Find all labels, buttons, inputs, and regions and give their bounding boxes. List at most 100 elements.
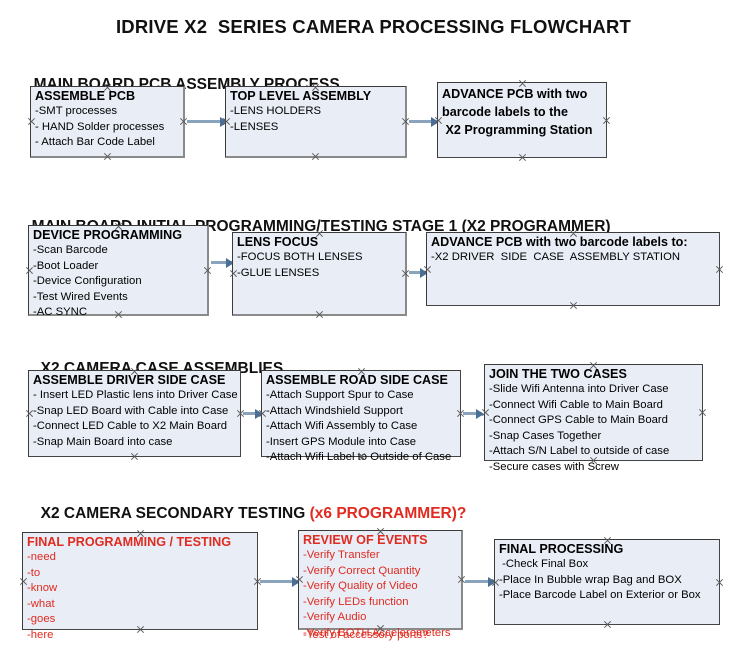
box-line: -Verify BOTH Accelerometers (303, 626, 451, 639)
arrow-head-1b (431, 117, 439, 127)
box-assemble-driver-side-case[interactable]: ASSEMBLE DRIVER SIDE CASE - Insert LED P… (28, 370, 241, 457)
box-line: - Insert LED Plastic lens into Driver Ca… (33, 389, 238, 401)
box-line: -Attach Wifi Label to Outside of Case (266, 451, 452, 464)
box-line: -Attach Wifi Assembly to Case (266, 420, 418, 433)
connector-4b (465, 580, 493, 583)
box-assemble-driver-side-case-title: ASSEMBLE DRIVER SIDE CASE (33, 373, 226, 387)
box-line: -need (27, 551, 56, 563)
box-line: -FOCUS BOTH LENSES (237, 251, 363, 263)
box-line: -what (27, 597, 55, 610)
box-line: -Verify Transfer (303, 549, 380, 561)
box-line: -Place In Bubble wrap Bag and BOX (499, 573, 682, 586)
box-top-level-assembly-lines: -LENS HOLDERS -LENSES (226, 104, 405, 135)
box-line: -Boot Loader (33, 259, 99, 272)
box-line: -Attach Windshield Support (266, 404, 403, 417)
box-assemble-driver-side-case-lines: - Insert LED Plastic lens into Driver Ca… (29, 388, 240, 450)
connection-handle-bottom[interactable] (130, 452, 139, 461)
box-device-programming[interactable]: DEVICE PROGRAMMING -Scan Barcode -Boot L… (28, 225, 209, 318)
box-line: -Connect GPS Cable to Main Board (489, 414, 668, 427)
box-line: -Device Configuration (33, 275, 142, 288)
section-heading-4-text: X2 CAMERA SECONDARY TESTING (40, 505, 310, 522)
box-line: -Slide Wifi Antenna into Driver Case (489, 383, 669, 395)
box-line: -LENS HOLDERS (230, 105, 322, 117)
box-final-processing-lines: -Check Final Box -Place In Bubble wrap B… (495, 557, 719, 604)
box-top-level-assembly[interactable]: TOP LEVEL ASSEMBLY -LENS HOLDERS -LENSES (225, 86, 407, 158)
box-lens-focus[interactable]: LENS FOCUS -FOCUS BOTH LENSES -GLUE LENS… (232, 232, 407, 316)
box-line: -Connect Wifi Cable to Main Board (489, 398, 663, 411)
box-line: -Check Final Box (499, 558, 589, 570)
box-assemble-pcb[interactable]: ASSEMBLE PCB -SMT processes - HAND Solde… (30, 86, 185, 158)
connection-handle-bottom[interactable] (569, 301, 578, 310)
box-final-programming-testing-lines: -need -to -know -what -goes -here (23, 550, 257, 644)
box-final-programming-testing-title: FINAL PROGRAMMING / TESTING (27, 535, 232, 549)
page-title: IDRIVE X2 SERIES CAMERA PROCESSING FLOWC… (115, 16, 632, 37)
box-line: -Snap Main Board into case (33, 435, 173, 448)
connector-1b (409, 120, 437, 123)
box-assemble-road-side-case[interactable]: ASSEMBLE ROAD SIDE CASE -Attach Support … (261, 370, 461, 463)
connection-handle-bottom[interactable] (315, 310, 324, 319)
box-assemble-pcb-title: ASSEMBLE PCB (35, 89, 136, 103)
box-line: -know (27, 582, 58, 595)
connector-2a (211, 261, 232, 264)
box-line: -Attach S/N Label to outside of case (489, 445, 670, 458)
box-line: -to (27, 566, 41, 579)
box-line: -GLUE LENSES (237, 266, 320, 279)
box-device-programming-title: DEVICE PROGRAMMING (33, 228, 183, 242)
connector-3a (243, 412, 261, 415)
box-advance-pcb-station-title: ADVANCE PCB with two barcode labels to t… (442, 87, 593, 137)
box-line: -Secure cases with Screw (489, 460, 619, 473)
box-line: -Verify Quality of Video (303, 580, 418, 593)
box-review-of-events-title: REVIEW OF EVENTS (303, 533, 428, 547)
box-review-of-events[interactable]: REVIEW OF EVENTS -Verify Transfer -Verif… (298, 530, 463, 641)
box-join-the-two-cases[interactable]: JOIN THE TWO CASES -Slide Wifi Antenna i… (484, 364, 703, 473)
box-final-processing[interactable]: FINAL PROCESSING -Check Final Box -Place… (494, 539, 720, 625)
connection-handle-bottom[interactable] (311, 152, 320, 161)
box-top-level-assembly-title: TOP LEVEL ASSEMBLY (230, 89, 372, 103)
connector-2b (409, 271, 426, 274)
arrow-head-2a (226, 258, 234, 268)
arrow-head-4a (292, 577, 300, 587)
box-line: -X2 DRIVER SIDE CASE ASSEMBLY STATION (431, 251, 681, 263)
box-line: -Attach Support Spur to Case (266, 389, 414, 401)
box-line: -Verify Audio (303, 611, 367, 624)
box-assemble-road-side-case-lines: -Attach Support Spur to Case -Attach Win… (262, 388, 460, 466)
connector-1a (187, 120, 225, 123)
box-line: -here (27, 628, 54, 641)
box-review-of-events-lines: -Verify Transfer -Verify Correct Quantit… (299, 548, 461, 642)
connection-handle-bottom[interactable] (103, 152, 112, 161)
box-line: -Insert GPS Module into Case (266, 435, 417, 448)
connection-handle-bottom[interactable] (518, 153, 527, 162)
box-final-programming-testing[interactable]: FINAL PROGRAMMING / TESTING -need -to -k… (22, 532, 258, 641)
arrow-head-1a (220, 117, 228, 127)
box-device-programming-lines: -Scan Barcode -Boot Loader -Device Confi… (29, 243, 207, 321)
box-line: -Verify LEDs function (303, 595, 409, 608)
box-advance-pcb-assembly-station[interactable]: ADVANCE PCB with two barcode labels to: … (426, 232, 720, 306)
box-lens-focus-title: LENS FOCUS (237, 235, 319, 249)
box-review-of-events-overflow-line: -Test of accessory ports? (303, 629, 429, 641)
connector-3b (463, 412, 482, 415)
box-line: -AC SYNC (33, 306, 87, 319)
section-heading-4-accent: (x6 PROGRAMMER)? (309, 505, 467, 522)
box-join-the-two-cases-title: JOIN THE TWO CASES (489, 367, 627, 381)
box-line: -Verify Correct Quantity (303, 564, 421, 577)
box-line: -Place Barcode Label on Exterior or Box (499, 589, 701, 602)
box-final-processing-title: FINAL PROCESSING (499, 542, 624, 556)
box-advance-pcb-assembly-station-title: ADVANCE PCB with two barcode labels to: (431, 235, 688, 249)
connection-handle-right[interactable] (715, 265, 724, 274)
box-line: -Test Wired Events (33, 290, 128, 303)
arrow-head-3a (255, 409, 263, 419)
arrow-head-3b (476, 409, 484, 419)
box-join-the-two-cases-lines: -Slide Wifi Antenna into Driver Case -Co… (485, 382, 702, 476)
connection-handle-bottom[interactable] (603, 620, 612, 629)
box-assemble-road-side-case-title: ASSEMBLE ROAD SIDE CASE (266, 373, 448, 387)
connector-4a (260, 580, 298, 583)
box-line: -Snap LED Board with Cable into Case (33, 404, 229, 417)
box-line: - HAND Solder processes (35, 120, 165, 133)
arrow-head-2b (420, 268, 428, 278)
box-line: -LENSES (230, 120, 279, 133)
box-line: -Connect LED Cable to X2 Main Board (33, 420, 228, 433)
section-heading-4: X2 CAMERA SECONDARY TESTING (x6 PROGRAMM… (32, 487, 467, 523)
box-advance-pcb-station[interactable]: ADVANCE PCB with two barcode labels to t… (437, 82, 607, 158)
box-assemble-pcb-lines: -SMT processes - HAND Solder processes -… (31, 104, 183, 151)
box-lens-focus-lines: -FOCUS BOTH LENSES -GLUE LENSES (233, 250, 405, 281)
